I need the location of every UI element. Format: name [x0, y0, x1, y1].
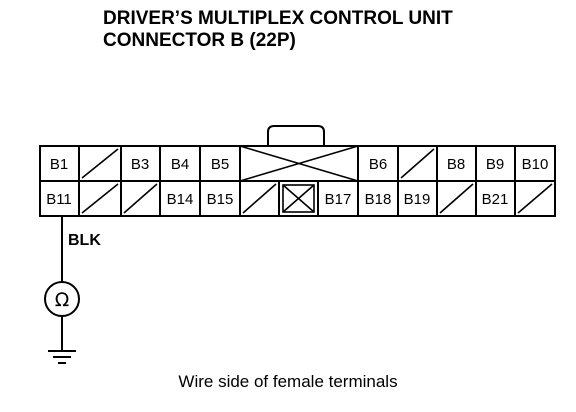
bottom-row-dividers — [78, 181, 516, 216]
pin-label-b4: B4 — [171, 156, 189, 173]
pin-label-b21: B21 — [482, 191, 509, 208]
wire-color-label: BLK — [68, 232, 101, 249]
empty-terminal-marks-bottom — [81, 183, 553, 214]
pin-label-b5: B5 — [211, 156, 229, 173]
pin-label-b11: B11 — [46, 191, 72, 208]
pin-label-b1: B1 — [50, 156, 68, 173]
empty-terminal-marks-top — [81, 148, 435, 179]
empty-terminal-b22 — [517, 183, 553, 214]
pin-label-b17: B17 — [325, 191, 352, 208]
empty-terminal-b7 — [400, 148, 435, 179]
pin-label-b8: B8 — [447, 156, 465, 173]
title-line-2: CONNECTOR B (22P) — [103, 30, 296, 51]
title-line-1: DRIVER’S MULTIPLEX CONTROL UNIT — [103, 8, 453, 29]
connector-lock-tab — [267, 125, 325, 146]
empty-terminal-b2 — [81, 148, 119, 179]
diagram-title: DRIVER’S MULTIPLEX CONTROL UNIT CONNECTO… — [103, 8, 453, 52]
ohmmeter-symbol: Ω — [55, 289, 70, 311]
empty-terminal-b20 — [439, 183, 474, 214]
pin-label-b15: B15 — [207, 191, 234, 208]
empty-terminal-b16 — [242, 183, 277, 214]
pin-label-b6: B6 — [369, 156, 387, 173]
pin-label-b19: B19 — [404, 191, 431, 208]
blocked-cavity-bottom — [282, 184, 315, 213]
pin-label-b9: B9 — [486, 156, 504, 173]
pin-label-b10: B10 — [522, 156, 549, 173]
top-row-dividers — [78, 146, 516, 181]
diagram-caption: Wire side of female terminals — [178, 372, 398, 391]
empty-terminal-b13 — [123, 183, 158, 214]
pin-label-b14: B14 — [167, 191, 194, 208]
pin-label-b3: B3 — [131, 156, 149, 173]
ground-icon — [48, 350, 76, 364]
empty-terminal-b12 — [81, 183, 119, 214]
blocked-cavity-top — [239, 145, 359, 182]
pin-label-b18: B18 — [365, 191, 392, 208]
